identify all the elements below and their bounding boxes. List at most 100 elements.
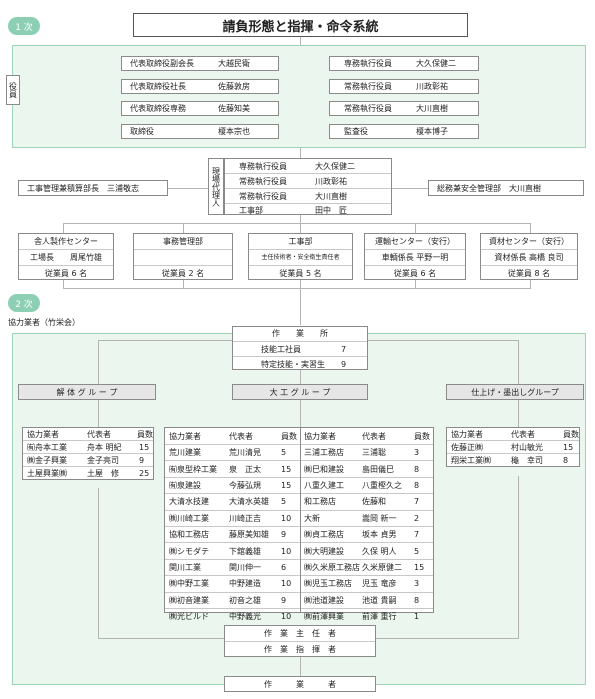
connector-line	[63, 279, 64, 289]
department-staff: 従業員 6 名	[393, 269, 437, 278]
table-header-row: 協力業者代表者員数	[23, 428, 153, 441]
row-company: 八重久建工	[304, 480, 344, 490]
connector-line	[98, 340, 232, 341]
site-agent-name: 田中 匠	[315, 206, 347, 215]
department-box: 事務管理部 従業員 2 名	[133, 233, 233, 280]
row-rep: 池道 貴嗣	[362, 595, 397, 605]
connector-line	[98, 400, 99, 427]
officer-name: 榎本宗也	[218, 127, 250, 136]
row-count: 6	[281, 562, 287, 572]
officer-role: 常務執行役員	[344, 104, 392, 113]
row-count: 15	[281, 480, 292, 490]
department-box: 工事部 主任技術者・安全衛生責任者 従業員 5 名	[248, 233, 353, 280]
row-rep: 藤原美知雄	[229, 530, 269, 540]
row-rep: 龝 幸司	[511, 455, 543, 465]
officer-role: 代表取締役副会長	[130, 59, 194, 68]
row-rep: 坂本 貞男	[362, 530, 397, 540]
row-count: 9	[281, 530, 287, 540]
row-rep: 前澤 重行	[362, 612, 397, 622]
row-count: 10	[281, 579, 292, 589]
connector-line	[98, 340, 99, 384]
row-rep: 児玉 竜彦	[362, 579, 397, 589]
department-detail	[134, 250, 232, 266]
row-rep: 三浦聡	[362, 448, 386, 458]
department-box: 舎人製作センター 工場長 周尾竹雄 従業員 6 名	[18, 233, 114, 280]
left-manager-box: 工事管理兼積算部長 三浦敬志	[18, 180, 168, 196]
table-divider	[300, 428, 301, 612]
row-company: ㈱川崎工業	[169, 513, 209, 523]
connector-line	[415, 279, 416, 289]
row-rep: 大清水英雄	[229, 497, 269, 507]
officer-role: 代表取締役専務	[130, 104, 186, 113]
connector-line	[518, 340, 519, 384]
row-company: ㈱前澤興業	[304, 612, 344, 622]
site-agent-name: 大川直樹	[315, 191, 347, 201]
connector-line	[63, 223, 64, 233]
row-company: 三浦工務店	[304, 448, 344, 458]
row-count: 8	[414, 480, 420, 490]
office-row-label: 特定技能・実習生	[261, 359, 325, 369]
department-name: 資材センター（安行）	[481, 234, 577, 250]
table-header-row: 協力業者代表者員数	[447, 428, 579, 441]
department-detail: 工場長 周尾竹雄	[19, 250, 113, 266]
row-rep: 今藤弘規	[229, 480, 261, 490]
row-rep: 金子亮司	[87, 455, 119, 465]
row-company: ㈱巳和建設	[304, 464, 344, 474]
row-count: 25	[139, 468, 150, 478]
row-count: 15	[281, 464, 292, 474]
connector-line	[63, 223, 530, 224]
row-count: 5	[281, 497, 287, 507]
officer-name: 大越民衛	[218, 59, 250, 68]
row-count: 7	[414, 497, 420, 507]
row-rep: 中野義光	[229, 612, 261, 622]
row-rep: 久保 明人	[362, 546, 397, 556]
row-company: 協和工務店	[169, 530, 209, 540]
department-box: 資材センター（安行） 資材係長 高橋 良司 従業員 8 名	[480, 233, 578, 280]
row-rep: 泉 正太	[229, 464, 261, 474]
site-agent-role: 工事部	[239, 206, 263, 215]
row-count: 3	[414, 579, 420, 589]
row-company: ㈱久米原工務店	[304, 562, 360, 572]
connector-line	[300, 37, 301, 45]
officer-name: 大川直樹	[416, 104, 448, 113]
row-rep: 舟本 明紀	[87, 442, 122, 452]
officers-label: 役員	[6, 75, 20, 105]
department-name: 舎人製作センター	[19, 234, 113, 250]
row-company: ㈱初音建業	[169, 595, 209, 605]
officer-right-3: 常務執行役員 大川直樹	[329, 101, 479, 116]
department-box: 運輸センター（安行） 車輌係長 平野一明 従業員 6 名	[364, 233, 466, 280]
officer-role: 専務執行役員	[344, 59, 392, 68]
connector-line	[392, 188, 428, 189]
row-count: 9	[281, 595, 287, 605]
row-company: 佐藤正㈱	[451, 442, 483, 452]
officer-left-4: 取締役榎本宗也	[121, 124, 279, 139]
table-header-count: 員数	[563, 429, 579, 439]
connector-line	[415, 223, 416, 233]
connector-line	[300, 370, 301, 384]
connector-line	[368, 340, 518, 341]
group-header-carpentry: 大 工 グ ル ー プ	[232, 384, 368, 400]
connector-line	[300, 280, 301, 325]
table-header-rep: 代表者	[511, 429, 535, 439]
officer-right-1: 専務執行役員大久保健二	[329, 56, 479, 71]
row-company: 翔栄工業㈱	[451, 455, 491, 465]
officer-name: 佐藤敦房	[218, 82, 250, 91]
officer-name: 川政彰祐	[416, 82, 448, 91]
table-header-count: 員数	[414, 431, 430, 441]
row-rep: 八重樫久之	[362, 480, 402, 490]
table-header-rep: 代表者	[229, 431, 253, 441]
connector-line	[168, 188, 208, 189]
row-count: 7	[414, 530, 420, 540]
row-company: ㈱大明建設	[304, 546, 344, 556]
row-count: 10	[281, 513, 292, 523]
row-count: 10	[281, 612, 292, 622]
row-rep: 嵩岡 新一	[362, 513, 397, 523]
row-company: ㈱金子興業	[27, 455, 67, 465]
row-company: ㈱貞工務店	[304, 530, 344, 540]
